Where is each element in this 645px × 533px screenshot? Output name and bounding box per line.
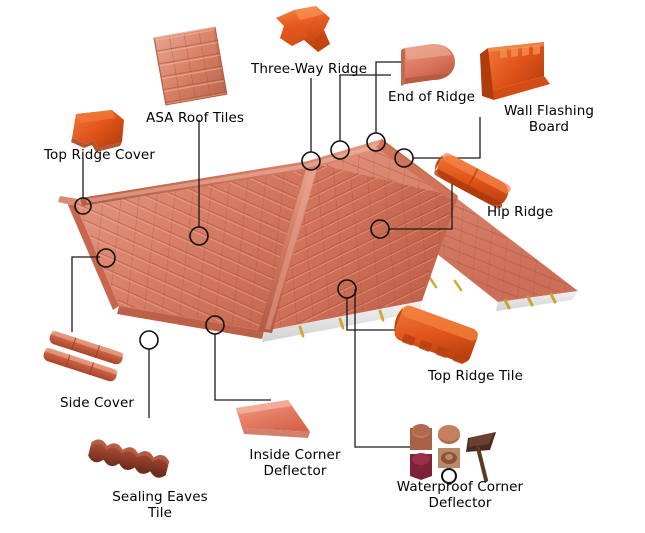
- component-inside-corner-deflector: [236, 400, 310, 438]
- callout-markers: [74, 132, 414, 350]
- component-sealing-eaves-tile: [88, 439, 170, 478]
- component-asa-roof-tiles: [153, 26, 228, 106]
- marker-top-ridge-tile: [337, 279, 357, 299]
- callout-leaders: [71, 61, 481, 448]
- component-three-way-ridge: [276, 6, 330, 52]
- component-top-ridge-tile: [394, 305, 479, 364]
- marker-three-way-ridge: [301, 151, 321, 171]
- roof-slope-left: [58, 163, 308, 339]
- marker-hip-ridge: [370, 219, 390, 239]
- marker-side-cover: [96, 248, 116, 268]
- roof-hip-band: [258, 163, 318, 333]
- roof-assembly: [58, 139, 578, 342]
- component-waterproof-corner-deflector: [410, 424, 496, 484]
- component-end-of-ridge: [401, 44, 455, 86]
- marker-ridge-cap: [366, 132, 386, 152]
- marker-sealing-eaves-tile: [139, 330, 159, 350]
- component-top-ridge-cover: [71, 110, 124, 152]
- component-hip-ridge: [434, 152, 511, 209]
- component-wall-flashing-board: [480, 42, 550, 100]
- marker-wall-flashing-board: [394, 148, 414, 168]
- marker-asa-roof-tiles: [189, 226, 209, 246]
- marker-inside-corner-deflector: [205, 315, 225, 335]
- marker-top-ridge-cover: [74, 197, 92, 215]
- marker-end-of-ridge: [330, 140, 350, 160]
- roof-hip-right: [376, 141, 458, 201]
- component-side-cover: [43, 330, 124, 382]
